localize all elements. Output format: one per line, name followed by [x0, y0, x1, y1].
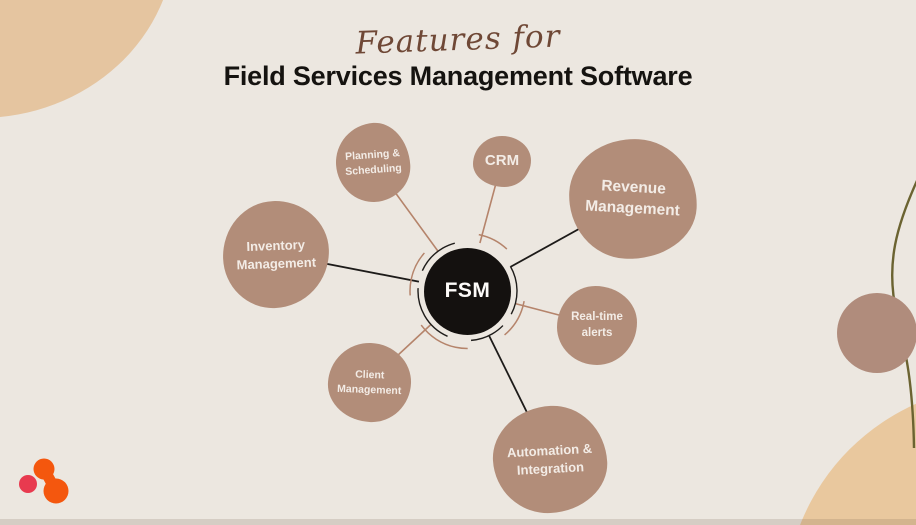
- feature-label: CRM: [484, 152, 520, 170]
- center-node-label: FSM: [444, 279, 491, 302]
- center-ring-tan: [409, 232, 526, 350]
- feature-bubble-real-time-alerts: Real-time alerts: [557, 286, 637, 365]
- feature-label: Revenue Management: [584, 177, 681, 220]
- feature-label: Planning & Scheduling: [344, 147, 403, 178]
- feature-label: Real-time alerts: [571, 310, 623, 339]
- feature-label: Inventory Management: [236, 236, 317, 272]
- feature-label: Client Management: [336, 368, 402, 397]
- rosy-circle-decoration: [837, 293, 916, 373]
- page-title: Field Services Management Software: [223, 61, 693, 91]
- center-node-fsm: FSM: [424, 247, 511, 335]
- bottom-edge-band: [0, 519, 916, 525]
- brand-logo-icon: [19, 458, 69, 504]
- feature-label: Automation & Integration: [506, 440, 593, 478]
- feature-bubble-crm: CRM: [473, 136, 531, 187]
